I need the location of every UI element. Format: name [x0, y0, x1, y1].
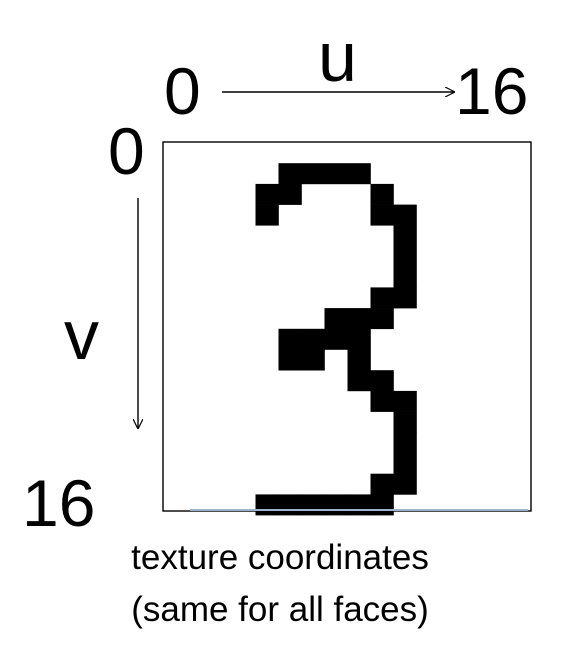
glyph-pixel: [393, 204, 417, 226]
v-axis-label: v: [64, 296, 99, 374]
glyph-pixel: [393, 246, 417, 267]
glyph-pixel: [278, 328, 302, 350]
glyph-pixel: [255, 204, 279, 226]
glyph-pixel: [393, 225, 417, 247]
glyph-pixel: [393, 390, 417, 412]
v-end-label: 16: [22, 466, 96, 540]
glyph-pixel: [324, 328, 348, 350]
glyph-pixel: [370, 183, 394, 205]
glyph-pixel: [370, 287, 394, 309]
glyph-pixel: [370, 204, 394, 226]
glyph-pixel: [347, 308, 371, 330]
glyph-pixels: [255, 163, 417, 516]
glyph-pixel: [393, 473, 417, 495]
v-start-label: 0: [108, 114, 145, 188]
glyph-pixel: [347, 494, 371, 516]
glyph-pixel: [370, 494, 394, 516]
glyph-pixel: [278, 183, 302, 205]
glyph-pixel: [278, 494, 302, 516]
u-start-label: 0: [164, 54, 201, 128]
glyph-pixel: [301, 494, 325, 516]
glyph-pixel: [347, 349, 371, 371]
caption-line-2: (same for all faces): [131, 590, 429, 629]
caption-line-1: texture coordinates: [131, 538, 429, 577]
glyph-pixel: [278, 349, 302, 371]
glyph-pixel: [370, 370, 394, 392]
glyph-pixel: [393, 432, 417, 454]
glyph-pixel: [324, 163, 348, 185]
glyph-pixel: [393, 453, 417, 474]
glyph-pixel: [255, 494, 279, 516]
glyph-pixel: [393, 411, 417, 433]
glyph-pixel: [347, 163, 371, 185]
glyph-pixel: [301, 163, 325, 185]
glyph-pixel: [255, 183, 279, 205]
glyph-pixel: [370, 390, 394, 412]
u-end-label: 16: [455, 54, 529, 128]
glyph-pixel: [347, 328, 371, 350]
glyph-pixel: [393, 287, 417, 309]
u-axis-label: u: [318, 18, 357, 96]
glyph-pixel: [301, 328, 325, 350]
glyph-pixel: [370, 308, 394, 330]
texture-image: [162, 141, 532, 516]
glyph-pixel: [301, 349, 325, 371]
glyph-pixel: [347, 370, 371, 392]
glyph-pixel: [324, 308, 348, 330]
glyph-pixel: [370, 473, 394, 495]
glyph-pixel: [278, 163, 302, 185]
glyph-pixel: [393, 266, 417, 288]
glyph-pixel: [324, 494, 348, 516]
